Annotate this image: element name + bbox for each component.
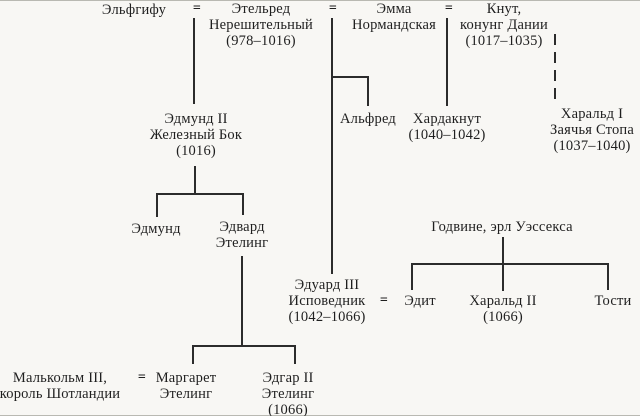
text-line: Тости [594, 293, 632, 309]
marriage-sign-2: = [329, 1, 337, 17]
marriage-sign-4: = [380, 293, 388, 309]
person-tostig: Тости [595, 293, 632, 309]
text-line: = [192, 1, 202, 16]
text-line: Малькольм III, [12, 370, 108, 386]
branch-alfred-drop [367, 76, 369, 106]
text-line: (1016) [176, 143, 216, 159]
bracket-edmund-drop-left [156, 193, 158, 217]
bracket-edward-drop-right [294, 345, 296, 364]
text-line: Эдит [404, 293, 436, 309]
text-line: Этелинг [215, 235, 269, 251]
person-alfred: Альфред [340, 111, 396, 127]
text-line: (1040–1042) [408, 127, 486, 143]
text-line: Эмма [376, 1, 412, 17]
text-line: Железный Бок [149, 127, 243, 143]
text-line: (1066) [268, 402, 308, 416]
person-aelfgifu: Эльфгифу [102, 2, 166, 18]
text-line: (1042–1066) [288, 309, 366, 325]
text-line: Этелинг [261, 386, 315, 402]
text-line: Эльфгифу [101, 2, 167, 18]
person-harthacnut: Хардакнут(1040–1042) [408, 111, 485, 143]
text-line: = [137, 370, 147, 385]
bracket-edmund-drop-right [242, 193, 244, 215]
person-malcolm-iii: Малькольм III,король Шотландии [0, 370, 120, 402]
text-line: Этельред [231, 1, 291, 17]
text-line: Этелинг [159, 386, 213, 402]
text-line: Эдмунд [131, 221, 181, 237]
text-line: Маргарет [155, 370, 217, 386]
text-line: (1037–1040) [553, 138, 631, 154]
marriage-sign-3: = [445, 1, 453, 17]
line-edmund-ii-down [194, 166, 196, 194]
text-line: (1017–1035) [465, 33, 543, 49]
branch-alfred-horizontal [332, 76, 369, 78]
text-line: Заячья Стопа [549, 122, 635, 138]
scan-edge-top [0, 0, 640, 1]
text-line: Эдуард III [294, 277, 360, 293]
bracket-edward-drop-left [192, 345, 194, 364]
line-aelfgifu-to-edmund-ii [193, 18, 195, 104]
text-line: = [328, 1, 338, 16]
text-line: Эдвард [219, 219, 265, 235]
text-line: = [379, 293, 389, 308]
line-emma-cnut-to-harthacnut [446, 18, 448, 106]
bracket-edward-children-bar [192, 345, 296, 347]
person-godwine: Годвине, эрл Уэссекса [431, 219, 572, 235]
person-edmund: Эдмунд [131, 221, 180, 237]
text-line: Кнут, [486, 1, 522, 17]
text-line: Харальд II [469, 293, 537, 309]
text-line: Харальд I [560, 106, 624, 122]
person-edith: Эдит [404, 293, 436, 309]
bracket-godwine-drop-right [607, 263, 609, 290]
text-line: (978–1016) [226, 33, 296, 49]
text-line: Исповедник [288, 293, 366, 309]
text-line: = [444, 1, 454, 16]
text-line: Нормандская [352, 17, 436, 33]
text-line: король Шотландии [0, 386, 121, 402]
bracket-godwine-drop-left [411, 263, 413, 290]
person-harald-ii: Харальд II(1066) [469, 293, 536, 325]
text-line: Годвине, эрл Уэссекса [431, 219, 573, 235]
line-cnut-to-harald-i [554, 34, 556, 102]
marriage-sign-5: = [138, 370, 146, 386]
text-line: Эдмунд II [164, 111, 228, 127]
bracket-godwine-children-bar [411, 263, 609, 265]
text-line: Хардакнут [413, 111, 481, 127]
text-line: Нерешительный [208, 17, 314, 33]
text-line: конунг Дании [460, 17, 548, 33]
line-edward-aetheling-down [241, 256, 243, 346]
marriage-sign-1: = [193, 1, 201, 17]
text-line: Альфред [340, 111, 396, 127]
line-aethelred-emma-down [331, 18, 333, 274]
bracket-edmund-children-bar [156, 193, 244, 195]
person-cnut: Кнут,конунг Дании(1017–1035) [460, 1, 548, 49]
text-line: Эдгар II [262, 370, 314, 386]
text-line: (1066) [483, 309, 523, 325]
